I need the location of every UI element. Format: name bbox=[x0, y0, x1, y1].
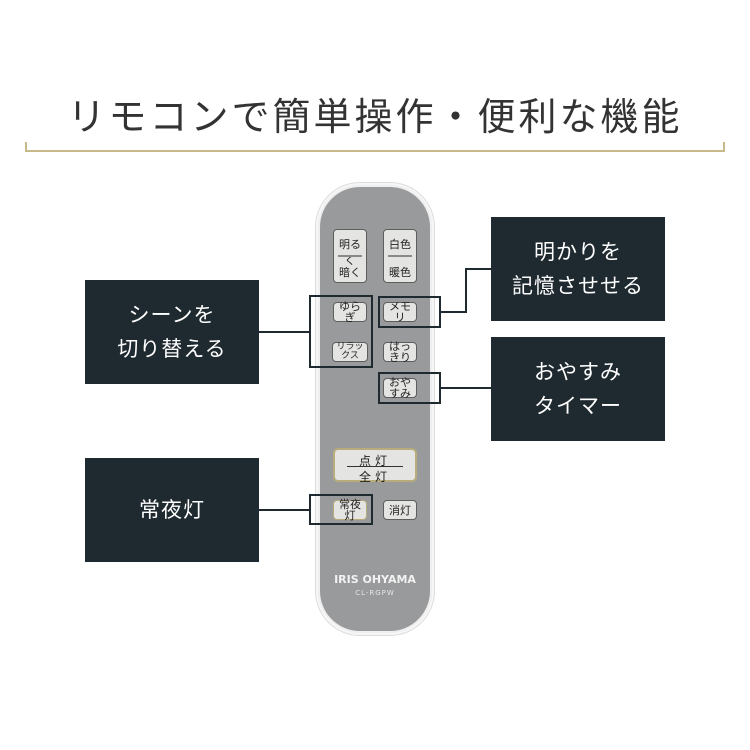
full-light-label: 全灯 bbox=[358, 470, 391, 484]
off-button[interactable]: 消灯 bbox=[383, 500, 417, 520]
scene-switch-line2: 切り替える bbox=[117, 337, 227, 361]
oyasumi-button[interactable]: おやすみ bbox=[383, 377, 417, 399]
timer-leader-line bbox=[441, 387, 491, 389]
night-light-label: 常夜灯 bbox=[85, 458, 259, 562]
night-highlight-box bbox=[309, 494, 373, 525]
yuragi-button[interactable]: ゆらぎ bbox=[333, 301, 367, 323]
title-divider-left-tick bbox=[25, 142, 27, 152]
sleep-timer-line1: おやすみ bbox=[534, 360, 622, 384]
night-light-button[interactable]: 常夜灯 bbox=[333, 499, 367, 521]
power-on-button[interactable]: 点灯 全灯 bbox=[333, 448, 417, 484]
memory-highlight-box bbox=[378, 296, 441, 328]
memory-line1: 明かりを bbox=[534, 240, 622, 264]
brightness-down-label: 暗く bbox=[339, 266, 361, 279]
hakkiri-button[interactable]: はっきり bbox=[383, 341, 417, 363]
timer-highlight-box bbox=[378, 372, 441, 404]
sleep-timer-line2: タイマー bbox=[534, 394, 622, 418]
page-title: リモコンで簡単操作・便利な機能 bbox=[67, 95, 683, 139]
scene-switch-line1: シーンを bbox=[128, 303, 216, 327]
power-divider bbox=[347, 466, 403, 467]
memory-leader-line-top bbox=[465, 268, 491, 270]
night-leader-line bbox=[259, 509, 309, 511]
memory-label: 明かりを 記憶させせる bbox=[491, 217, 665, 321]
brand-logo: IRIS OHYAMA bbox=[334, 573, 416, 586]
scene-highlight-box bbox=[309, 295, 373, 368]
scene-leader-line bbox=[259, 331, 309, 333]
title-divider-right-tick bbox=[723, 142, 725, 152]
memory-leader-line-h bbox=[441, 311, 467, 313]
brightness-divider bbox=[338, 255, 362, 257]
night-light-text: 常夜灯 bbox=[139, 498, 205, 522]
memory-button[interactable]: メモリ bbox=[383, 301, 417, 323]
relax-button[interactable]: リラックス bbox=[332, 342, 368, 362]
scene-switch-label: シーンを 切り替える bbox=[85, 280, 259, 384]
title-divider bbox=[25, 150, 725, 152]
power-on-label: 点灯 bbox=[358, 454, 391, 468]
model-number: CL-RGPW bbox=[355, 589, 395, 597]
brightness-up-label: 明るく bbox=[339, 238, 361, 267]
memory-line2: 記憶させせる bbox=[512, 274, 644, 298]
color-warm-label: 暖色 bbox=[389, 266, 411, 279]
color-white-label: 白色 bbox=[389, 238, 411, 251]
memory-leader-line-v bbox=[465, 268, 467, 313]
color-button[interactable]: 白色 暖色 bbox=[383, 229, 417, 283]
sleep-timer-label: おやすみ タイマー bbox=[491, 337, 665, 441]
color-divider bbox=[388, 255, 412, 257]
brightness-button[interactable]: 明るく 暗く bbox=[333, 229, 367, 283]
